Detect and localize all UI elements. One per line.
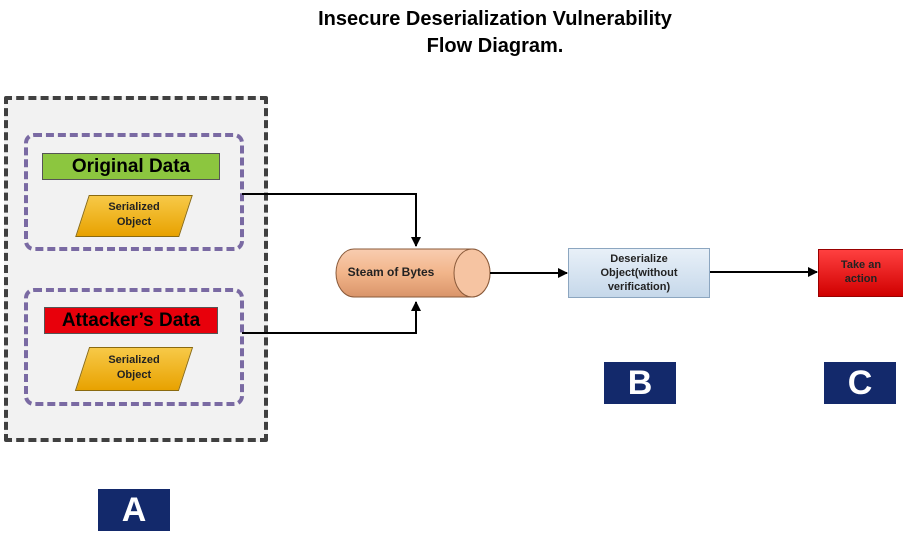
attacker-data-group <box>24 288 244 406</box>
deserialize-box: Deserialize Object(without verification) <box>568 248 710 298</box>
original-data-label: Original Data <box>42 153 220 180</box>
title-line-1: Insecure Deserialization Vulnerability <box>318 8 672 30</box>
attacker-data-label: Attacker’s Data <box>44 307 218 334</box>
original-data-group <box>24 133 244 251</box>
take-action-box: Take an action <box>818 249 903 297</box>
connector-original-to-stream <box>242 193 421 247</box>
attacker-serialized-label: Serialized Object <box>108 354 160 381</box>
title-line-2: Flow Diagram. <box>426 35 564 57</box>
original-serialized-label: Serialized Object <box>108 201 160 228</box>
marker-b: B <box>604 362 676 404</box>
marker-c: C <box>824 362 896 404</box>
stream-cylinder <box>335 248 491 298</box>
connector-attacker-to-stream <box>242 301 421 334</box>
marker-a: A <box>98 489 170 531</box>
stream-label: Steam of Bytes <box>347 265 435 279</box>
diagram-title: Insecure Deserialization Vulnerability F… <box>200 6 790 60</box>
